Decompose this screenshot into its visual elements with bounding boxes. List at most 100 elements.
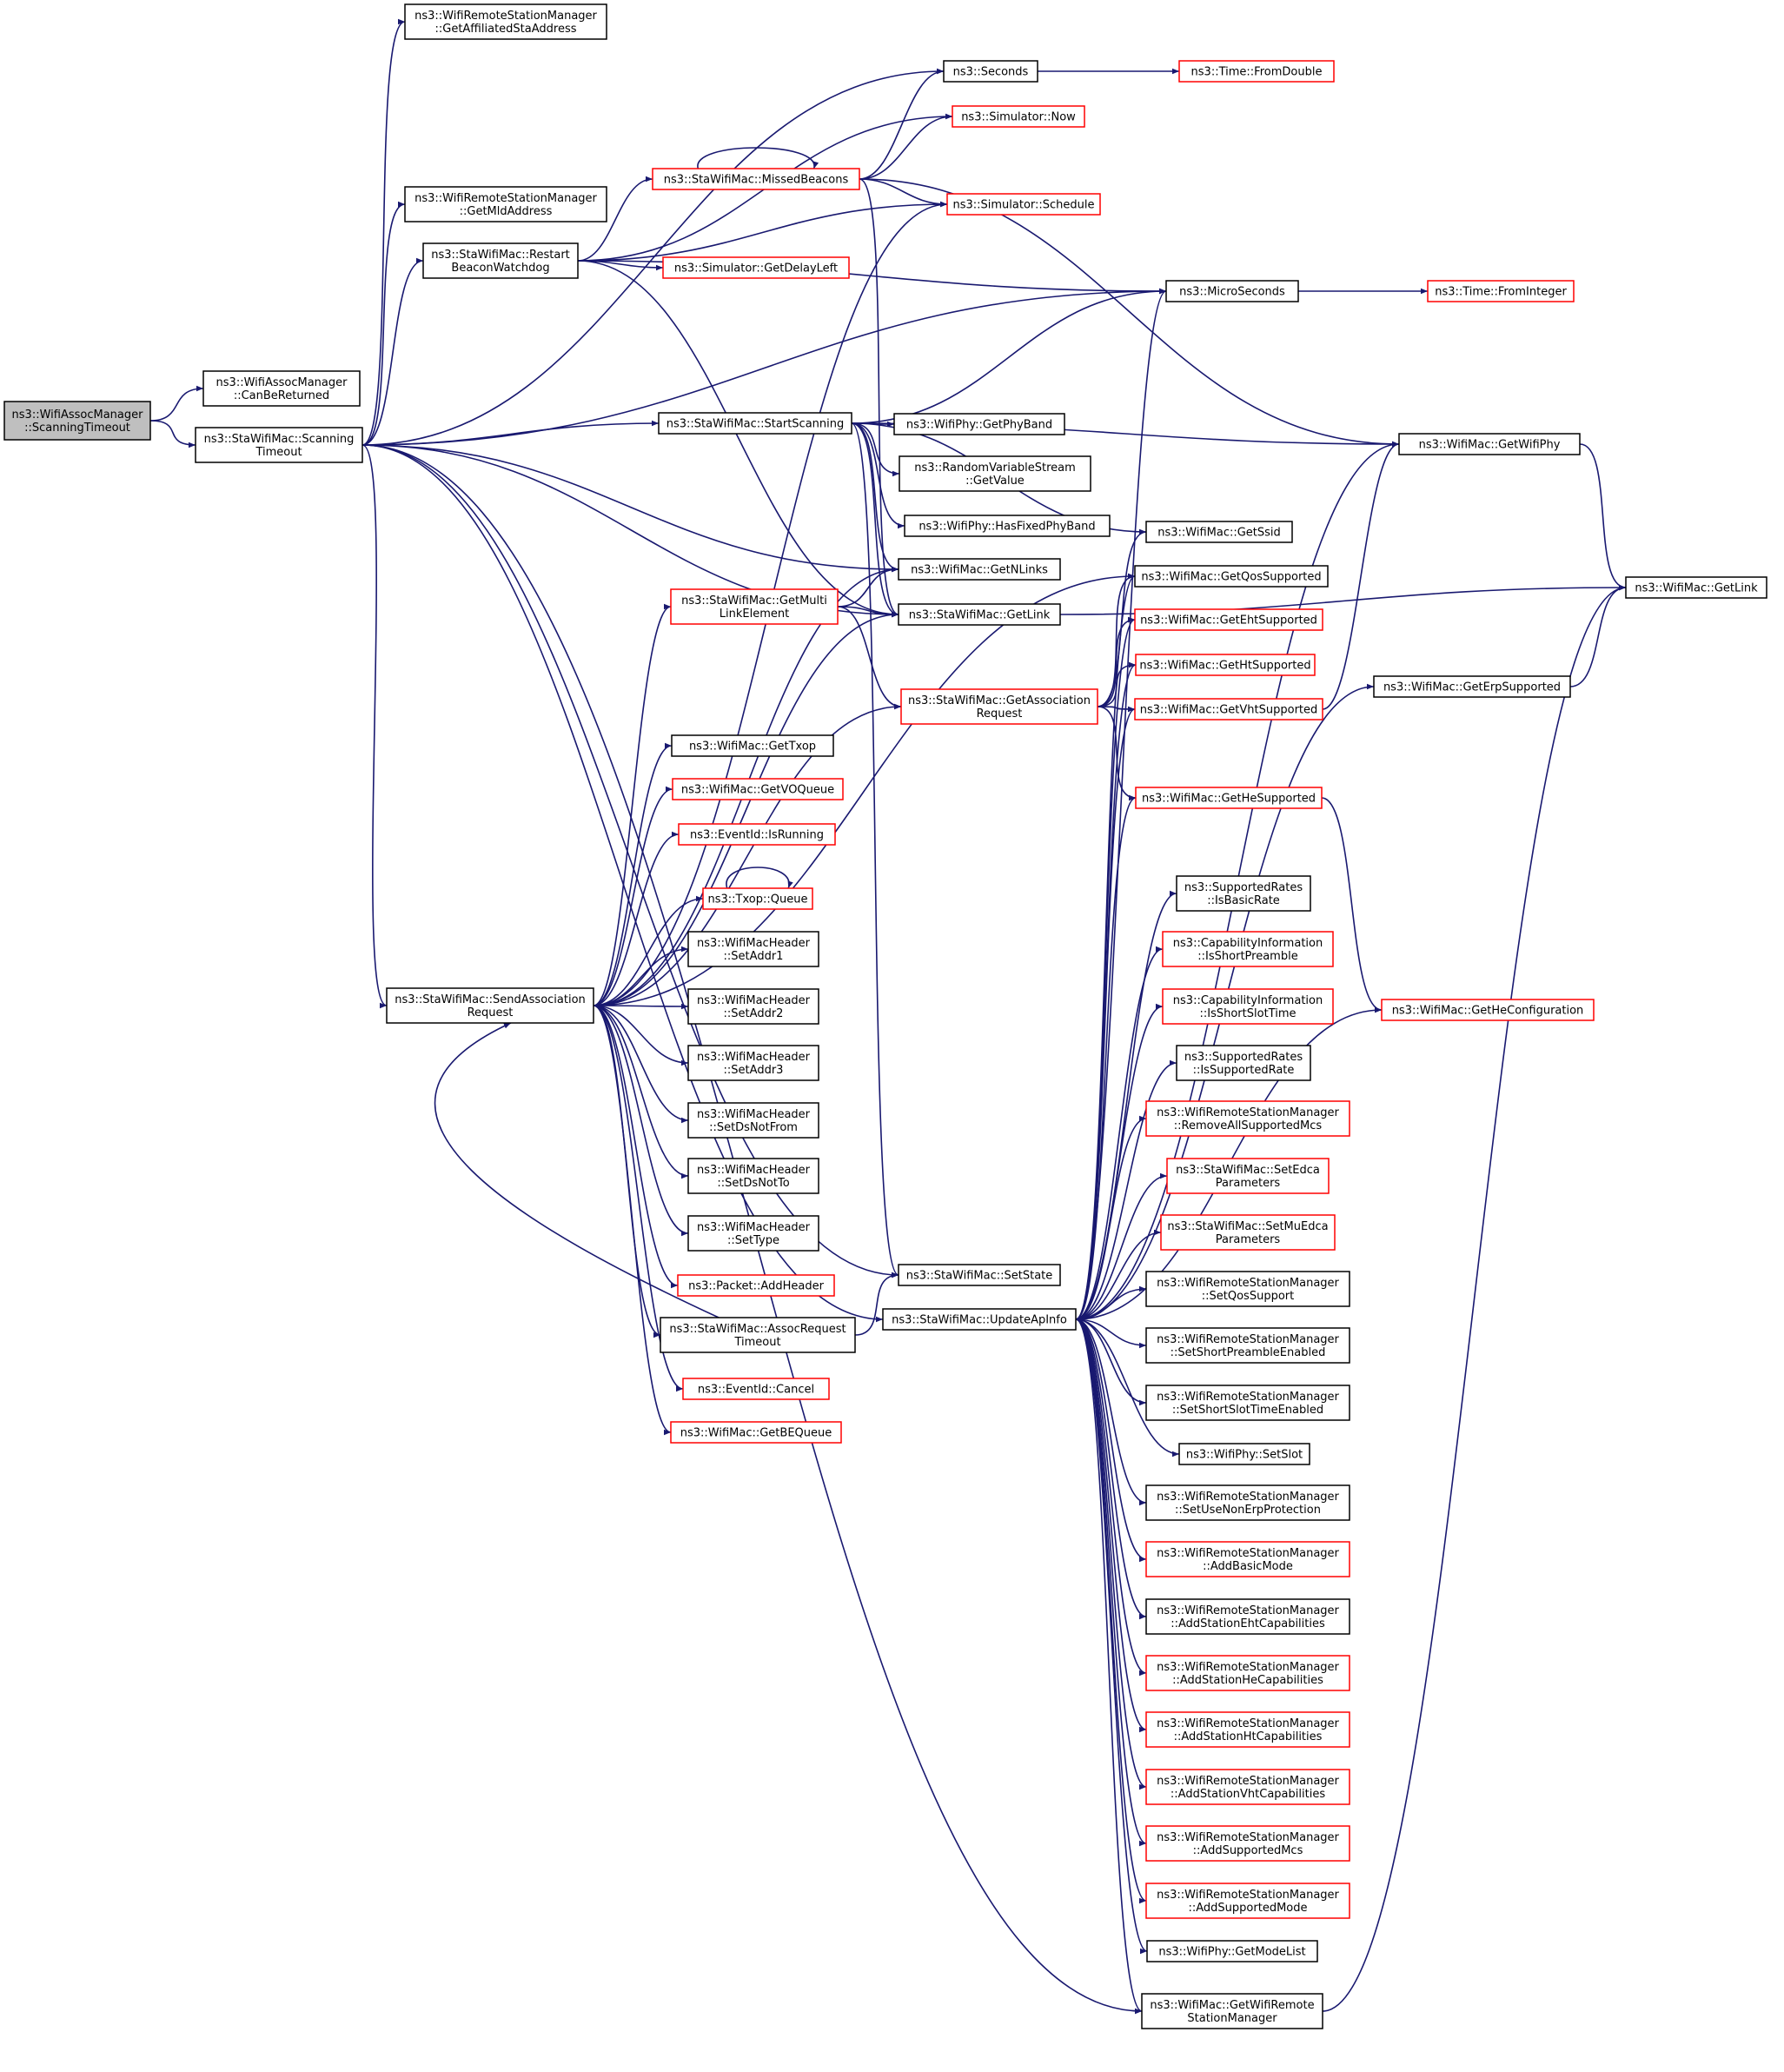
- node-addBasicMode[interactable]: ns3::WifiRemoteStationManager::AddBasicM…: [1145, 1541, 1350, 1577]
- node-box: [1134, 698, 1323, 721]
- node-getNLinks[interactable]: ns3::WifiMac::GetNLinks: [898, 558, 1061, 581]
- node-addVhtCap[interactable]: ns3::WifiRemoteStationManager::AddStatio…: [1145, 1769, 1350, 1805]
- node-label-line: ::GetValue: [965, 475, 1025, 488]
- node-getHeConfig[interactable]: ns3::WifiMac::GetHeConfiguration: [1381, 999, 1595, 1021]
- node-addHtCap[interactable]: ns3::WifiRemoteStationManager::AddStatio…: [1145, 1711, 1350, 1748]
- node-isShortSlot[interactable]: ns3::CapabilityInformation::IsShortSlotT…: [1162, 988, 1334, 1025]
- node-missedBeacons[interactable]: ns3::StaWifiMac::MissedBeacons: [652, 168, 860, 190]
- node-getSsid[interactable]: ns3::WifiMac::GetSsid: [1145, 521, 1293, 543]
- node-wmGetLink[interactable]: ns3::WifiMac::GetLink: [1625, 576, 1767, 599]
- node-box: [404, 3, 607, 40]
- edge-updateApInfo-to-setEdca: [1075, 1172, 1168, 1320]
- node-setQosSupport[interactable]: ns3::WifiRemoteStationManager::SetQosSup…: [1145, 1271, 1350, 1307]
- node-addSupportedMode[interactable]: ns3::WifiRemoteStationManager::AddSuppor…: [1145, 1883, 1350, 1919]
- node-getHt[interactable]: ns3::WifiMac::GetHtSupported: [1135, 654, 1316, 676]
- node-label-line: ns3::CapabilityInformation: [1173, 937, 1323, 950]
- node-fromInteger[interactable]: ns3::Time::FromInteger: [1427, 280, 1575, 302]
- edge-restartBeacon-to-missedBeacons: [577, 176, 653, 262]
- node-label-line: ::GetAffiliatedStaAddress: [434, 23, 576, 36]
- edge-updateApInfo-to-setShortPreamble: [1075, 1318, 1147, 1349]
- node-staGetLink[interactable]: ns3::StaWifiMac::GetLink: [898, 603, 1061, 626]
- edge-getAssocReq-to-getQos: [1097, 573, 1136, 707]
- node-label-line: ns3::Time::FromDouble: [1191, 66, 1323, 79]
- node-box: [3, 401, 151, 441]
- node-addHeader[interactable]: ns3::Packet::AddHeader: [677, 1274, 835, 1297]
- node-getModeList[interactable]: ns3::WifiPhy::GetModeList: [1146, 1940, 1318, 1962]
- node-hasFixedPhyBand[interactable]: ns3::WifiPhy::HasFixedPhyBand: [904, 515, 1111, 537]
- node-getWifiPhy[interactable]: ns3::WifiMac::GetWifiPhy: [1398, 433, 1581, 455]
- edge-getAssocReq-to-getEht: [1097, 616, 1136, 707]
- node-getHe[interactable]: ns3::WifiMac::GetHeSupported: [1135, 787, 1323, 809]
- node-box: [1165, 280, 1299, 302]
- node-box: [900, 688, 1098, 725]
- node-updateApInfo[interactable]: ns3::StaWifiMac::UpdateApInfo: [882, 1308, 1077, 1331]
- edge-sendAssoc-to-setAddr3: [593, 1005, 689, 1066]
- edge-updateApInfo-to-isShortPreamble: [1075, 946, 1164, 1320]
- node-getQos[interactable]: ns3::WifiMac::GetQosSupported: [1134, 565, 1329, 588]
- node-canBeReturned[interactable]: ns3::WifiAssocManager::CanBeReturned: [202, 370, 361, 407]
- node-box: [682, 1378, 830, 1400]
- node-setShortPreamble[interactable]: ns3::WifiRemoteStationManager::SetShortP…: [1145, 1327, 1350, 1364]
- node-startScanning[interactable]: ns3::StaWifiMac::StartScanning: [658, 412, 852, 435]
- nodes-layer: ns3::WifiAssocManager::ScanningTimeoutns…: [3, 3, 1767, 2029]
- node-getBE[interactable]: ns3::WifiMac::GetBEQueue: [670, 1421, 842, 1444]
- node-addSupportedMcs[interactable]: ns3::WifiRemoteStationManager::AddSuppor…: [1145, 1825, 1350, 1862]
- node-scanningTimeout[interactable]: ns3::StaWifiMac::ScanningTimeout: [195, 427, 363, 463]
- node-rvsGetValue[interactable]: ns3::RandomVariableStream::GetValue: [899, 455, 1091, 492]
- node-box: [1162, 988, 1334, 1025]
- node-label-line: ns3::WifiMac::GetHeConfiguration: [1392, 1005, 1584, 1018]
- node-box: [1625, 576, 1767, 599]
- node-box: [1178, 1443, 1310, 1465]
- node-setAddr2[interactable]: ns3::WifiMacHeader::SetAddr2: [687, 988, 819, 1025]
- node-removeAllMcs[interactable]: ns3::WifiRemoteStationManager::RemoveAll…: [1145, 1100, 1350, 1137]
- node-box: [1178, 60, 1335, 83]
- node-cancel[interactable]: ns3::EventId::Cancel: [682, 1378, 830, 1400]
- node-getWifiRemote[interactable]: ns3::WifiMac::GetWifiRemoteStationManage…: [1141, 1993, 1323, 2029]
- node-getMld[interactable]: ns3::WifiRemoteStationManager::GetMldAdd…: [404, 186, 607, 222]
- node-microSeconds[interactable]: ns3::MicroSeconds: [1165, 280, 1299, 302]
- node-setAddr1[interactable]: ns3::WifiMacHeader::SetAddr1: [687, 931, 819, 967]
- node-label-line: ns3::CapabilityInformation: [1173, 994, 1323, 1007]
- node-label-line: ns3::StaWifiMac::StartScanning: [667, 418, 845, 431]
- node-setState[interactable]: ns3::StaWifiMac::SetState: [898, 1264, 1061, 1286]
- node-box: [1134, 565, 1329, 588]
- node-setSlot[interactable]: ns3::WifiPhy::SetSlot: [1178, 1443, 1310, 1465]
- node-addEhtCap[interactable]: ns3::WifiRemoteStationManager::AddStatio…: [1145, 1598, 1350, 1635]
- node-setDsNotFrom[interactable]: ns3::WifiMacHeader::SetDsNotFrom: [687, 1102, 819, 1139]
- node-root[interactable]: ns3::WifiAssocManager::ScanningTimeout: [3, 401, 151, 441]
- node-setType[interactable]: ns3::WifiMacHeader::SetType: [687, 1215, 819, 1252]
- node-isBasicRate[interactable]: ns3::SupportedRates::IsBasicRate: [1176, 875, 1311, 912]
- node-seconds[interactable]: ns3::Seconds: [943, 60, 1038, 83]
- node-isShortPreamble[interactable]: ns3::CapabilityInformation::IsShortPream…: [1162, 931, 1334, 967]
- node-getAffiliated[interactable]: ns3::WifiRemoteStationManager::GetAffili…: [404, 3, 607, 40]
- edge-getVht-to-getWifiPhy: [1322, 441, 1400, 710]
- node-isRunning[interactable]: ns3::EventId::IsRunning: [678, 823, 836, 846]
- node-getPhyBand[interactable]: ns3::WifiPhy::GetPhyBand: [893, 413, 1065, 435]
- node-getEht[interactable]: ns3::WifiMac::GetEhtSupported: [1134, 608, 1323, 631]
- node-setDsNotTo[interactable]: ns3::WifiMacHeader::SetDsNotTo: [687, 1158, 819, 1194]
- node-setShortSlot[interactable]: ns3::WifiRemoteStationManager::SetShortS…: [1145, 1385, 1350, 1421]
- node-getDelayLeft[interactable]: ns3::Simulator::GetDelayLeft: [662, 256, 850, 279]
- node-label-line: ns3::WifiPhy::SetSlot: [1186, 1449, 1303, 1462]
- node-setUseNonErp[interactable]: ns3::WifiRemoteStationManager::SetUseNon…: [1145, 1484, 1350, 1521]
- node-getErp[interactable]: ns3::WifiMac::GetErpSupported: [1373, 675, 1571, 698]
- node-getVO[interactable]: ns3::WifiMac::GetVOQueue: [672, 778, 844, 800]
- edge-getErp-to-wmGetLink: [1569, 584, 1627, 687]
- node-box: [1160, 1214, 1336, 1251]
- node-getVht[interactable]: ns3::WifiMac::GetVhtSupported: [1134, 698, 1323, 721]
- node-getTxop[interactable]: ns3::WifiMac::GetTxop: [671, 734, 834, 757]
- node-addHeCap[interactable]: ns3::WifiRemoteStationManager::AddStatio…: [1145, 1655, 1350, 1691]
- node-setAddr3[interactable]: ns3::WifiMacHeader::SetAddr3: [687, 1045, 819, 1081]
- node-fromDouble[interactable]: ns3::Time::FromDouble: [1178, 60, 1335, 83]
- node-schedule[interactable]: ns3::Simulator::Schedule: [946, 193, 1101, 216]
- node-isSupportedRate[interactable]: ns3::SupportedRates::IsSupportedRate: [1176, 1045, 1311, 1081]
- node-txopQueue[interactable]: ns3::Txop::Queue: [702, 887, 813, 910]
- node-now[interactable]: ns3::Simulator::Now: [952, 105, 1085, 128]
